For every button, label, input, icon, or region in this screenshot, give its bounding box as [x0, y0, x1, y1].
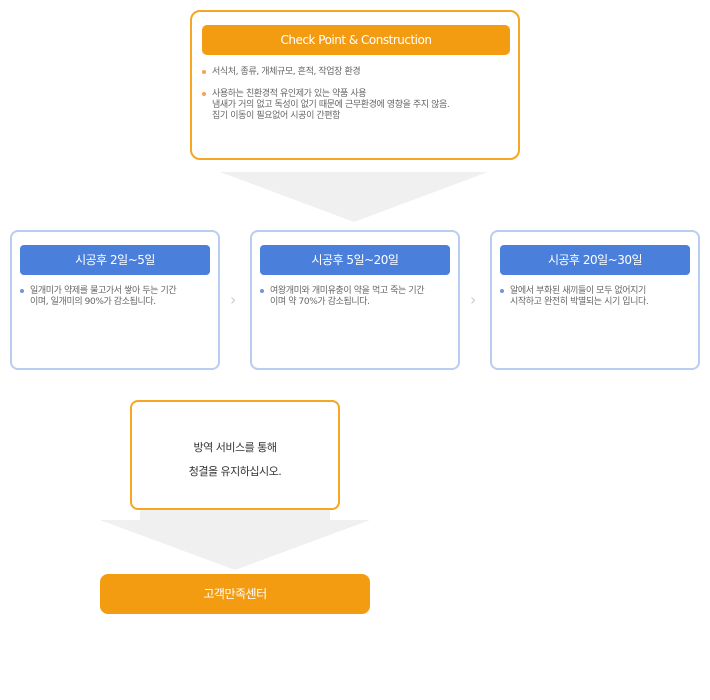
down-arrow-icon	[100, 520, 370, 570]
step-item: 여왕개미와 개미유충이 약을 먹고 죽는 기간 이며 약 70%가 감소됩니다.	[260, 286, 450, 308]
message-line: 방역 서비스를 통해	[193, 441, 277, 454]
check-point-line: 냄새가 거의 없고 독성이 없기 때문에 근무환경에 영향을 주지 않음.	[212, 100, 450, 110]
chevron-right-icon: ›	[470, 290, 477, 309]
step-item: 일개미가 약제를 물고가서 쌓아 두는 기간 이며, 일개미의 90%가 감소됩…	[20, 286, 210, 308]
check-point-line: 사용하는 친환경적 유인제가 있는 약품 사용	[212, 89, 367, 99]
check-point-box: Check Point & Construction 서식처, 종류, 개체규모…	[190, 10, 520, 160]
step-line: 알에서 부화된 새끼들이 모두 없어지기	[510, 286, 646, 296]
step-description: 일개미가 약제를 물고가서 쌓아 두는 기간 이며, 일개미의 90%가 감소됩…	[20, 286, 210, 308]
message-text: 방역 서비스를 통해 청결을 유지하십시오.	[132, 436, 338, 484]
message-box: 방역 서비스를 통해 청결을 유지하십시오.	[130, 400, 340, 510]
step-title: 시공후 20일~30일	[500, 245, 690, 275]
step-line: 이며 약 70%가 감소됩니다.	[270, 297, 370, 307]
customer-center-button[interactable]: 고객만족센터	[100, 574, 370, 614]
step-line: 일개미가 약제를 물고가서 쌓아 두는 기간	[30, 286, 177, 296]
step-box-2: 시공후 5일~20일 여왕개미와 개미유충이 약을 먹고 죽는 기간 이며 약 …	[250, 230, 460, 370]
check-point-item: 사용하는 친환경적 유인제가 있는 약품 사용 냄새가 거의 없고 독성이 없기…	[202, 89, 502, 122]
step-item: 알에서 부화된 새끼들이 모두 없어지기 시작하고 완전히 박멸되는 시기 입니…	[500, 286, 690, 308]
step-title: 시공후 2일~5일	[20, 245, 210, 275]
check-point-title: Check Point & Construction	[202, 25, 510, 55]
check-point-item: 서식처, 종류, 개체규모, 흔적, 작업장 환경	[202, 67, 502, 78]
message-line: 청결을 유지하십시오.	[188, 465, 282, 478]
step-box-3: 시공후 20일~30일 알에서 부화된 새끼들이 모두 없어지기 시작하고 완전…	[490, 230, 700, 370]
step-description: 여왕개미와 개미유충이 약을 먹고 죽는 기간 이며 약 70%가 감소됩니다.	[260, 286, 450, 308]
check-point-list: 서식처, 종류, 개체규모, 흔적, 작업장 환경 사용하는 친환경적 유인제가…	[202, 67, 502, 133]
step-description: 알에서 부화된 새끼들이 모두 없어지기 시작하고 완전히 박멸되는 시기 입니…	[500, 286, 690, 308]
check-point-line: 집기 이동이 필요없어 시공이 간편함	[212, 111, 341, 121]
down-arrow-icon	[220, 172, 488, 222]
step-title: 시공후 5일~20일	[260, 245, 450, 275]
step-box-1: 시공후 2일~5일 일개미가 약제를 물고가서 쌓아 두는 기간 이며, 일개미…	[10, 230, 220, 370]
down-arrow-shaft	[140, 510, 330, 522]
step-line: 여왕개미와 개미유충이 약을 먹고 죽는 기간	[270, 286, 425, 296]
step-line: 이며, 일개미의 90%가 감소됩니다.	[30, 297, 156, 307]
check-point-line: 서식처, 종류, 개체규모, 흔적, 작업장 환경	[212, 67, 361, 77]
step-line: 시작하고 완전히 박멸되는 시기 입니다.	[510, 297, 649, 307]
chevron-right-icon: ›	[230, 290, 237, 309]
